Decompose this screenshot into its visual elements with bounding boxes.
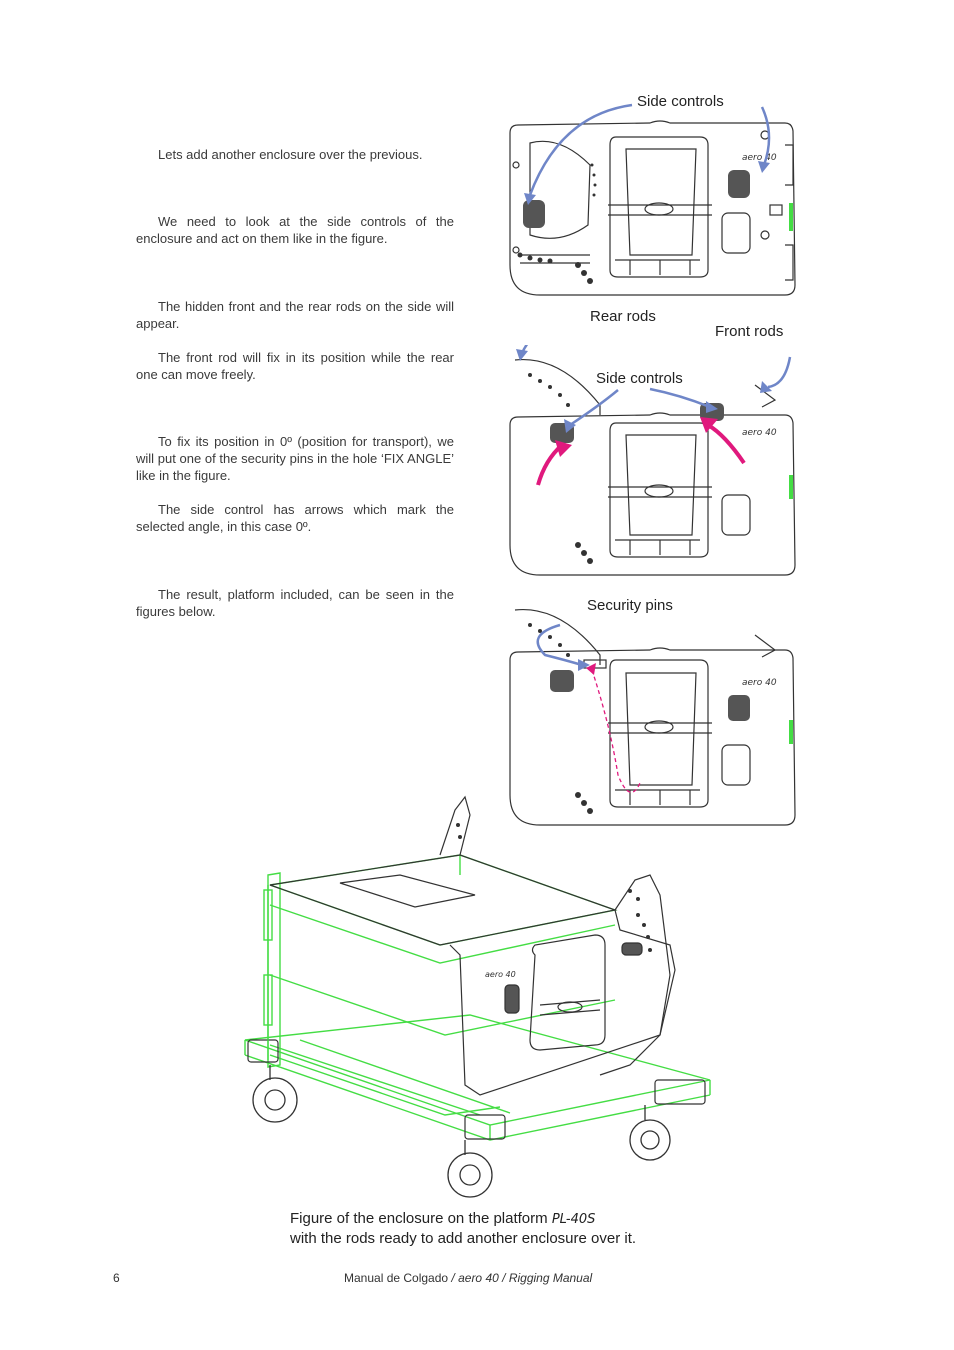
figure-side-controls: aero 40 (509, 120, 796, 296)
footer-title: Manual de Colgado / aero 40 / Rigging Ma… (344, 1271, 592, 1285)
footer-text-a: Manual de Colgado (344, 1271, 449, 1285)
paragraph-1: Lets add another enclosure over the prev… (158, 147, 423, 162)
caption-text: Figure of the enclosure on the platform (290, 1210, 548, 1227)
caption-line-1: Figure of the enclosure on the platform … (290, 1210, 595, 1227)
paragraph-4: The front rod will fix in its position w… (136, 350, 454, 382)
figure-1-arrows (524, 103, 771, 205)
label-front-rods: Front rods (715, 323, 784, 340)
label-side-controls-1: Side controls (637, 93, 724, 110)
logo-text: aero 40 (742, 153, 777, 163)
figure-security-pins: aero 40 (509, 608, 796, 826)
paragraph-2: We need to look at the side controls of … (136, 214, 454, 246)
label-security-pins: Security pins (587, 597, 673, 614)
svg-text:aero 40: aero 40 (742, 678, 777, 688)
page-number: 6 (113, 1271, 120, 1285)
label-rear-rods: Rear rods (590, 308, 656, 325)
paragraph-7: The result, platform included, can be se… (136, 587, 454, 619)
svg-text:aero 40: aero 40 (485, 970, 516, 979)
footer-text-c: Rigging Manual (508, 1271, 593, 1285)
paragraph-6: The side control has arrows which mark t… (136, 502, 454, 534)
footer-text-b: / aero 40 / (451, 1271, 506, 1285)
figure-rods: aero 40 (509, 345, 796, 576)
paragraph-3: The hidden front and the rear rods on th… (136, 299, 454, 331)
label-side-controls-2: Side controls (596, 370, 683, 387)
caption-model: PL-40S (551, 1212, 596, 1227)
caption-line-2: with the rods ready to add another enclo… (290, 1230, 637, 1247)
figure-enclosure-on-platform: aero 40 (244, 795, 711, 1198)
paragraph-5: To fix its position in 0º (position for … (136, 434, 454, 483)
svg-text:aero 40: aero 40 (742, 428, 777, 438)
